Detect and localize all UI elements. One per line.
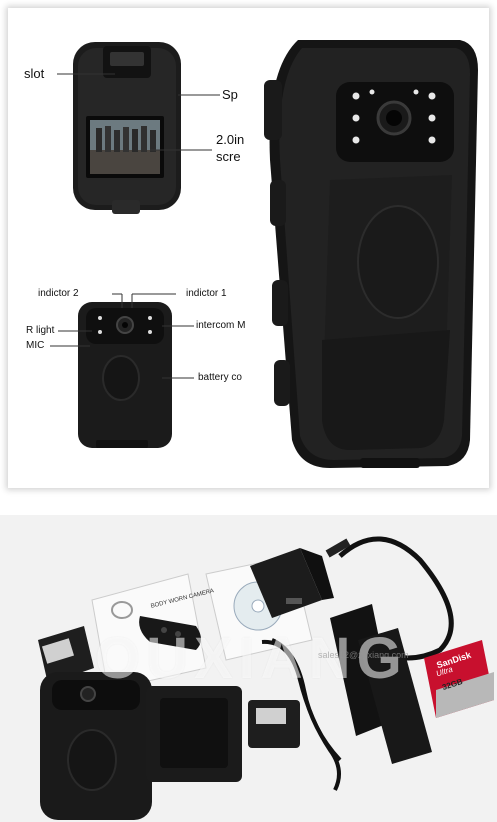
callout-ir-light: R light (26, 325, 55, 336)
remote-key-fob (111, 601, 201, 650)
charging-cradle (146, 686, 242, 782)
camera-in-box (40, 672, 152, 820)
callout-battery: battery co (198, 372, 242, 383)
camera-screen (86, 116, 164, 178)
wall-charger (250, 548, 334, 618)
brand-watermark: OUXIANG (95, 626, 408, 691)
callout-indicator-1: indictor 1 (186, 288, 227, 299)
callout-screen-line2: scre (216, 149, 241, 164)
callout-intercom: intercom M (196, 320, 246, 331)
watermark-email: sales12@zoxiang.com (318, 650, 409, 660)
callout-mic: MIC (26, 340, 45, 351)
sd-card (424, 640, 494, 718)
callout-speaker: Sp (222, 87, 238, 102)
callout-indicator-2: indictor 2 (38, 288, 79, 299)
callout-slot: slot (24, 66, 45, 81)
camera-front-small-view (78, 302, 172, 448)
camera-back-view (73, 42, 181, 214)
spare-battery-middle (248, 700, 300, 748)
callout-screen-line1: 2.0in (216, 132, 245, 147)
spare-battery-left (38, 626, 94, 684)
back-clip (330, 604, 432, 764)
camera-front-large-view (264, 40, 478, 468)
